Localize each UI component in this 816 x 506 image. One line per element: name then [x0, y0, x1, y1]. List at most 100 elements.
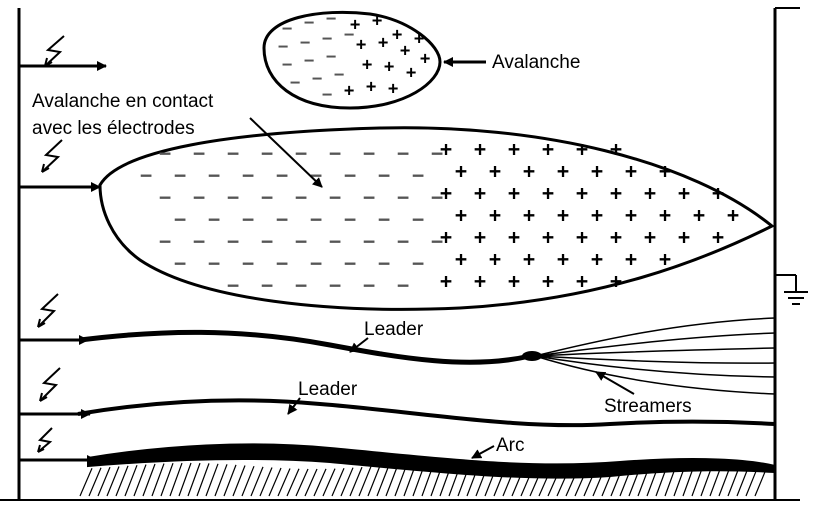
positive-charge: + [362, 55, 372, 75]
positive-charge: + [384, 57, 394, 77]
negative-charge: − [310, 251, 322, 275]
negative-charge: − [363, 229, 375, 253]
lightning-bolt-icon-5 [38, 428, 52, 452]
negative-charge: − [174, 163, 186, 187]
positive-charge: + [420, 49, 430, 69]
positive-charge: + [591, 159, 603, 183]
negative-charge: − [159, 141, 171, 165]
negative-charge: − [276, 163, 288, 187]
positive-charge: + [474, 269, 486, 293]
positive-charge: + [440, 225, 452, 249]
negative-charge: − [290, 73, 300, 93]
positive-charge: + [693, 203, 705, 227]
negative-charge: − [227, 273, 239, 297]
positive-charge: + [489, 247, 501, 271]
negative-charge: − [276, 251, 288, 275]
avalanche-contact-label-line1: Avalanche en contact [32, 91, 214, 112]
leader-2-label: Leader [298, 379, 358, 400]
negative-charge: − [261, 185, 273, 209]
positive-charge: + [508, 269, 520, 293]
negative-charge: − [397, 185, 409, 209]
positive-charge: + [400, 41, 410, 61]
negative-charge: − [344, 163, 356, 187]
positive-charge: + [678, 181, 690, 205]
negative-charge: − [329, 185, 341, 209]
negative-charge: − [193, 185, 205, 209]
negative-charge: − [378, 207, 390, 231]
positive-charge: + [508, 137, 520, 161]
negative-charge: − [159, 185, 171, 209]
avalanche-contact-label-line2: avec les électrodes [32, 118, 195, 139]
positive-charge: + [366, 77, 376, 97]
positive-charge: + [455, 203, 467, 227]
lightning-bolt-icon-2 [42, 140, 62, 172]
positive-charge: + [659, 159, 671, 183]
positive-charge: + [625, 159, 637, 183]
positive-charge: + [414, 29, 424, 49]
negative-charge: − [174, 207, 186, 231]
lightning-bolt-icon-4 [40, 368, 60, 401]
positive-charge: + [625, 203, 637, 227]
negative-charge: − [282, 55, 292, 75]
negative-charge: − [363, 141, 375, 165]
negative-charge: − [261, 229, 273, 253]
negative-charge: − [295, 229, 307, 253]
negative-charge: − [174, 251, 186, 275]
negative-charge: − [412, 207, 424, 231]
avalanche-label: Avalanche [492, 52, 580, 73]
negative-charge: − [278, 37, 288, 57]
negative-charge: − [329, 141, 341, 165]
positive-charge: + [659, 203, 671, 227]
negative-charge: − [140, 163, 152, 187]
leader-1-channel [80, 332, 530, 362]
lightning-bolt-icon-3 [38, 294, 58, 327]
negative-charge: − [326, 47, 336, 67]
negative-charge: − [344, 251, 356, 275]
negative-charge: − [193, 141, 205, 165]
negative-charge: − [295, 273, 307, 297]
negative-charge: − [276, 207, 288, 231]
negative-charge: − [304, 13, 314, 33]
negative-charge: − [412, 163, 424, 187]
positive-charge: + [625, 247, 637, 271]
negative-charge: − [282, 19, 292, 39]
positive-charge: + [440, 181, 452, 205]
positive-charge: + [508, 225, 520, 249]
arc-channel [88, 444, 775, 477]
positive-charge: + [356, 35, 366, 55]
positive-charge: + [523, 203, 535, 227]
negative-charge: − [208, 207, 220, 231]
negative-charge: − [159, 229, 171, 253]
positive-charge: + [644, 181, 656, 205]
negative-charge: − [397, 229, 409, 253]
negative-charge: − [193, 229, 205, 253]
positive-charge: + [378, 33, 388, 53]
negative-charge: − [242, 207, 254, 231]
positive-charge: + [576, 225, 588, 249]
positive-charge: + [542, 137, 554, 161]
negative-charge: − [329, 229, 341, 253]
positive-charge: + [712, 225, 724, 249]
negative-charge: − [310, 207, 322, 231]
leader-1-label: Leader [364, 319, 424, 340]
negative-charge: − [261, 273, 273, 297]
positive-charge: + [610, 137, 622, 161]
positive-charge: + [474, 181, 486, 205]
positive-charge: + [644, 225, 656, 249]
positive-charge: + [610, 269, 622, 293]
negative-charge: − [310, 163, 322, 187]
positive-charge: + [440, 137, 452, 161]
negative-charge: − [208, 163, 220, 187]
negative-charge: − [322, 29, 332, 49]
positive-charge: + [576, 181, 588, 205]
negative-charge: − [295, 141, 307, 165]
positive-charge: + [350, 15, 360, 35]
positive-charge: + [610, 225, 622, 249]
positive-charge: + [659, 247, 671, 271]
positive-charge: + [344, 81, 354, 101]
negative-charge: − [329, 273, 341, 297]
positive-charge: + [474, 137, 486, 161]
positive-charge: + [455, 247, 467, 271]
positive-charge: + [388, 79, 398, 99]
